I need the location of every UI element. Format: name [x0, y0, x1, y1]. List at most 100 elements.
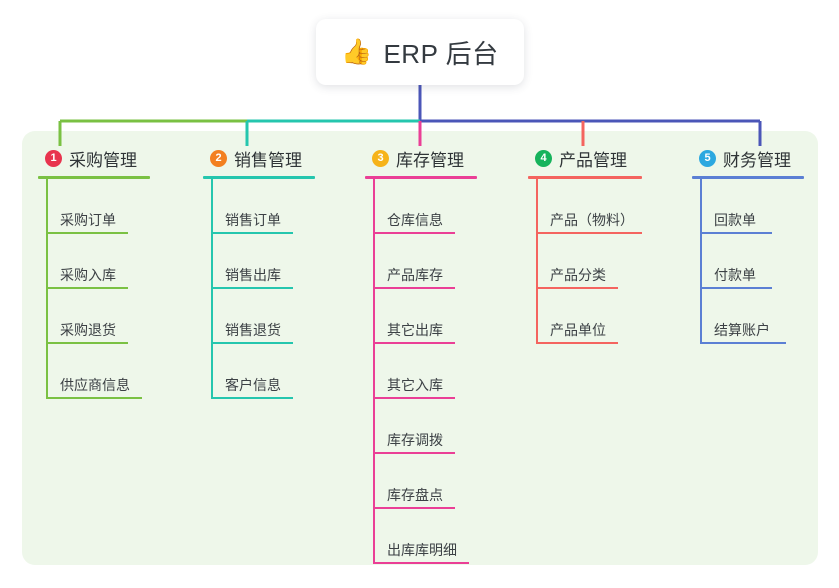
branch-item-underline: [46, 397, 142, 399]
branch-number-badge: 5: [699, 149, 716, 167]
branch-item-label: 销售出库: [225, 267, 281, 283]
branch-item-label: 销售订单: [225, 212, 281, 228]
root-title: ERP 后台: [383, 38, 499, 69]
branch-underline: [203, 176, 315, 179]
branch-column-4: 4 产品管理产品（物料） 产品分类产品单位: [528, 146, 642, 344]
branch-item-label: 其它入库: [387, 377, 443, 393]
branch-item[interactable]: 采购订单: [38, 179, 150, 234]
branch-item-label: 采购订单: [60, 212, 116, 228]
branch-item[interactable]: 产品（物料）: [528, 179, 642, 234]
branch-number-badge: 4: [535, 149, 552, 167]
branch-item-underline: [46, 287, 128, 289]
branch-item[interactable]: 出库库明细: [365, 509, 477, 564]
branch-spine: [211, 179, 213, 399]
branch-item[interactable]: 销售退货: [203, 289, 315, 344]
branch-item-label: 产品单位: [550, 322, 606, 338]
branch-item-underline: [373, 507, 455, 509]
branch-item-label: 仓库信息: [387, 212, 443, 228]
branch-item-label: 采购入库: [60, 267, 116, 283]
branch-item-label: 产品分类: [550, 267, 606, 283]
branch-underline: [528, 176, 642, 179]
branch-item-list: 回款单付款单结算账户: [692, 179, 804, 344]
branch-item[interactable]: 结算账户: [692, 289, 804, 344]
branch-header-2[interactable]: 2 销售管理: [203, 146, 315, 170]
root-node[interactable]: 👍 ERP 后台: [316, 19, 524, 85]
branch-number-badge: 1: [45, 149, 62, 167]
branch-header-3[interactable]: 3 库存管理: [365, 146, 477, 170]
branch-title: 产品管理: [559, 150, 627, 170]
branch-underline: [365, 176, 477, 179]
branch-item[interactable]: 仓库信息: [365, 179, 477, 234]
branch-underline: [38, 176, 150, 179]
branch-title: 采购管理: [69, 150, 137, 170]
branch-item-underline: [373, 397, 455, 399]
branch-item[interactable]: 产品库存: [365, 234, 477, 289]
branch-title: 财务管理: [723, 150, 791, 170]
branch-spine: [536, 179, 538, 344]
branch-column-5: 5 财务管理回款单付款单结算账户: [692, 146, 804, 344]
branch-item[interactable]: 产品分类: [528, 234, 642, 289]
branch-item-underline: [373, 232, 455, 234]
branch-item-label: 库存调拨: [387, 432, 443, 448]
branch-item[interactable]: 回款单: [692, 179, 804, 234]
branch-item-underline: [211, 287, 293, 289]
branch-item-label: 采购退货: [60, 322, 116, 338]
branch-item-underline: [536, 232, 642, 234]
branch-item[interactable]: 采购入库: [38, 234, 150, 289]
branch-item-underline: [536, 287, 618, 289]
branch-column-3: 3 库存管理仓库信息产品库存其它出库其它入库库存调拨库存盘点出库库明细: [365, 146, 477, 564]
branch-item[interactable]: 供应商信息: [38, 344, 150, 399]
branch-title: 库存管理: [396, 150, 464, 170]
branch-item[interactable]: 其它入库: [365, 344, 477, 399]
branch-item-underline: [373, 452, 455, 454]
branch-item[interactable]: 采购退货: [38, 289, 150, 344]
branch-underline: [692, 176, 804, 179]
branch-item[interactable]: 库存盘点: [365, 454, 477, 509]
branch-item-label: 出库库明细: [387, 542, 457, 558]
branch-item-underline: [700, 342, 786, 344]
branch-item[interactable]: 付款单: [692, 234, 804, 289]
branch-item-underline: [46, 342, 128, 344]
branch-number-badge: 3: [372, 149, 389, 167]
branch-header-5[interactable]: 5 财务管理: [692, 146, 804, 170]
branch-item-label: 产品（物料）: [550, 212, 634, 228]
branch-item-label: 其它出库: [387, 322, 443, 338]
branch-spine: [373, 179, 375, 564]
branch-item-underline: [536, 342, 618, 344]
branch-item[interactable]: 库存调拨: [365, 399, 477, 454]
branch-item[interactable]: 其它出库: [365, 289, 477, 344]
branch-title: 销售管理: [234, 150, 302, 170]
branch-item-label: 回款单: [714, 212, 756, 228]
branch-item[interactable]: 销售出库: [203, 234, 315, 289]
thumbs-up-icon: 👍: [341, 37, 373, 66]
branch-item-label: 客户信息: [225, 377, 281, 393]
branch-item-underline: [211, 232, 293, 234]
branch-item-label: 结算账户: [714, 322, 770, 338]
branch-header-1[interactable]: 1 采购管理: [38, 146, 150, 170]
branch-item-label: 销售退货: [225, 322, 281, 338]
branch-item-underline: [700, 287, 772, 289]
branch-column-2: 2 销售管理销售订单销售出库销售退货客户信息: [203, 146, 315, 399]
branch-item-underline: [211, 397, 293, 399]
branch-header-4[interactable]: 4 产品管理: [528, 146, 642, 170]
diagram-panel-background: [22, 131, 818, 565]
branch-item-list: 销售订单销售出库销售退货客户信息: [203, 179, 315, 399]
branch-item-label: 供应商信息: [60, 377, 130, 393]
branch-item-list: 采购订单采购入库采购退货供应商信息: [38, 179, 150, 399]
branch-item[interactable]: 产品单位: [528, 289, 642, 344]
branch-number-badge: 2: [210, 149, 227, 167]
branch-item-underline: [211, 342, 293, 344]
branch-item-underline: [46, 232, 128, 234]
branch-item-label: 付款单: [714, 267, 756, 283]
branch-spine: [700, 179, 702, 344]
branch-item-underline: [373, 342, 455, 344]
branch-item-list: 仓库信息产品库存其它出库其它入库库存调拨库存盘点出库库明细: [365, 179, 477, 564]
branch-item-label: 产品库存: [387, 267, 443, 283]
branch-item-underline: [373, 562, 469, 564]
branch-item[interactable]: 销售订单: [203, 179, 315, 234]
branch-item[interactable]: 客户信息: [203, 344, 315, 399]
branch-item-label: 库存盘点: [387, 487, 443, 503]
branch-item-underline: [700, 232, 772, 234]
